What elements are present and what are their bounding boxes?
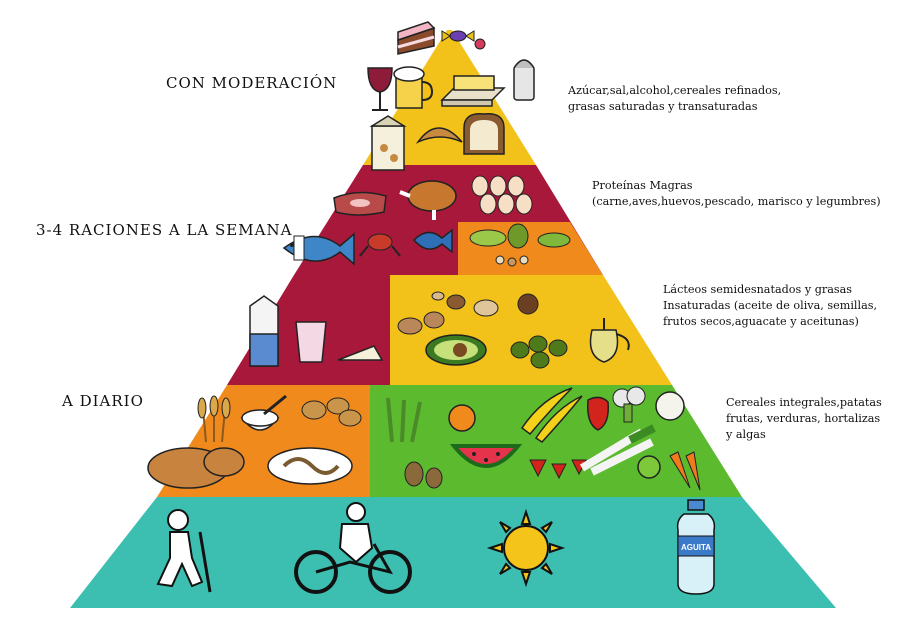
nuts-icon	[397, 291, 539, 335]
wheat-icon	[197, 395, 231, 443]
note-dairy-line: frutos secos,aguacate y aceitunas)	[663, 315, 859, 328]
apple-icon	[637, 455, 661, 479]
leek-icon	[579, 424, 656, 476]
bottle-label: AGUITA	[681, 543, 711, 552]
rice-bowl-icon	[240, 394, 287, 431]
bread-loaf-icon	[147, 447, 245, 489]
asparagus-icon	[386, 397, 422, 443]
water-bottle-icon: AGUITA	[676, 499, 716, 595]
note-dairy-line: Insaturadas (aceite de oliva, semillas,	[663, 299, 878, 312]
cyclist-icon	[294, 502, 412, 594]
steak-icon	[333, 191, 387, 216]
note-daily: Cereales integrales,patatas frutas, verd…	[726, 395, 882, 443]
fish-small-icon	[412, 228, 453, 254]
tier-base-activity	[70, 497, 836, 608]
strawberries-icon	[529, 459, 587, 480]
tier-label-weekly: 3-4 RACIONES A LA SEMANA	[36, 221, 293, 239]
legumes-icon	[469, 223, 571, 267]
candy-icon	[441, 30, 486, 50]
orange-icon	[448, 404, 476, 432]
cheese-icon	[337, 345, 384, 361]
note-proteins: Proteínas Magras (carne,aves,huevos,pesc…	[592, 178, 881, 210]
kiwi-icon	[404, 461, 443, 489]
salt-icon	[513, 59, 535, 101]
butter-icon	[440, 75, 506, 107]
wine-icon	[367, 67, 393, 111]
note-proteins-line: (carne,aves,huevos,pescado, marisco y le…	[592, 195, 881, 208]
note-proteins-line: Proteínas Magras	[592, 179, 693, 192]
tier-healthy-fats	[390, 275, 672, 385]
note-daily-line: Cereales integrales,patatas	[726, 396, 882, 409]
potatoes-icon	[301, 397, 362, 427]
beer-icon	[393, 66, 434, 109]
crab-icon	[359, 233, 401, 257]
cauliflower-icon	[655, 391, 685, 421]
pepper-icon	[586, 396, 610, 431]
sun-icon	[486, 508, 566, 588]
tier-legumes	[458, 222, 603, 275]
note-dairy-fats: Lácteos semidesnatados y grasas Insatura…	[663, 282, 877, 330]
croissant-icon	[415, 127, 463, 144]
note-dairy-line: Lácteos semidesnatados y grasas	[663, 283, 853, 296]
watermelon-icon	[449, 444, 523, 468]
yogurt-icon	[295, 321, 327, 363]
pasta-plate-icon	[267, 447, 353, 485]
broccoli-icon	[612, 386, 646, 423]
tier-label-moderation: CON MODERACIÓN	[166, 74, 338, 92]
olives-icon	[510, 335, 568, 369]
note-moderation: Azúcar,sal,alcohol,cereales refinados, g…	[568, 83, 781, 115]
banana-icon	[520, 387, 583, 443]
carrot-icon	[669, 451, 701, 491]
hiker-icon	[156, 509, 212, 593]
avocado-icon	[425, 334, 487, 366]
note-moderation-line: grasas saturadas y transaturadas	[568, 100, 758, 113]
note-daily-line: y algas	[726, 428, 766, 441]
fish-icon	[282, 232, 355, 266]
bread-icon	[463, 113, 505, 155]
milk-bottle-icon	[249, 295, 279, 367]
cake-icon	[397, 21, 436, 55]
tier-label-daily: A DIARIO	[62, 392, 144, 410]
oil-jar-icon	[589, 318, 630, 363]
note-daily-line: frutas, verduras, hortalizas	[726, 412, 881, 425]
milk-carton-icon	[369, 115, 407, 171]
eggs-icon	[471, 175, 533, 215]
chicken-icon	[399, 180, 457, 220]
note-moderation-line: Azúcar,sal,alcohol,cereales refinados,	[568, 84, 782, 97]
